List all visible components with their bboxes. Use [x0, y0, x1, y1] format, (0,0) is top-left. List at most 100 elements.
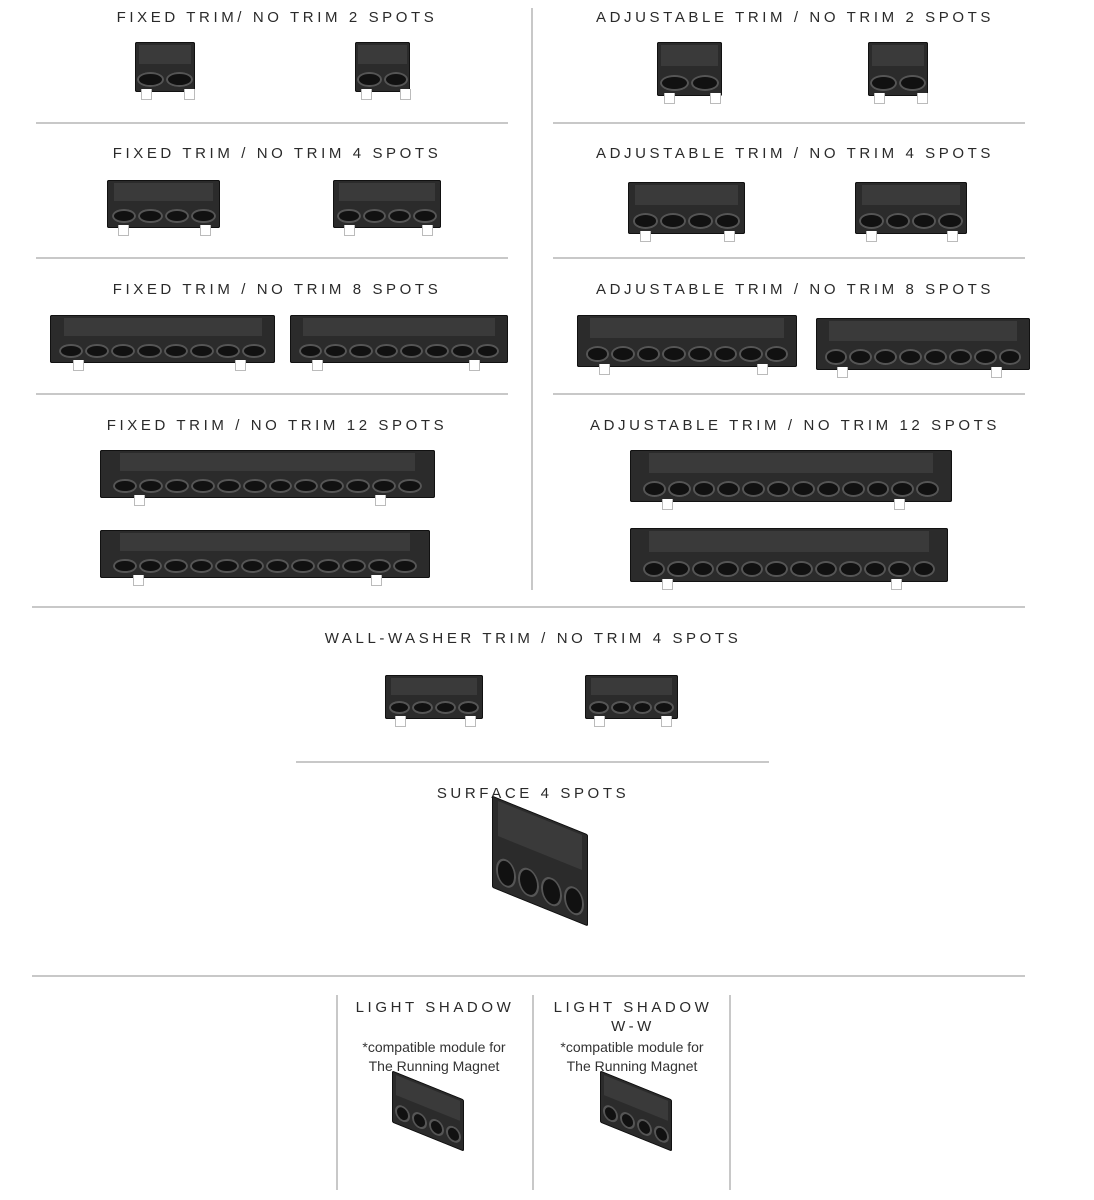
- spot-lens: [216, 478, 241, 494]
- spot-lens: [814, 560, 838, 577]
- mounting-clip: [866, 231, 878, 242]
- spot-row: [59, 342, 266, 360]
- luminaire-body: [290, 315, 508, 363]
- mounting-clip: [311, 360, 323, 371]
- product-image: [855, 182, 967, 242]
- product-image: [630, 528, 948, 590]
- spot-lens: [767, 481, 791, 498]
- product-image: [585, 675, 678, 727]
- section-title-fixed-2: FIXED TRIM/ NO TRIM 2 SPOTS: [116, 9, 438, 26]
- spot-row: [337, 207, 437, 225]
- spot-lens: [740, 560, 764, 577]
- spot-lens: [85, 343, 110, 359]
- spot-lens: [632, 700, 653, 715]
- spot-lens: [764, 346, 789, 363]
- spot-lens: [839, 560, 862, 577]
- spot-lens: [215, 558, 239, 574]
- luminaire-top: [828, 321, 1018, 341]
- spot-lens: [739, 346, 763, 363]
- spot-row: [659, 72, 720, 93]
- spot-row: [113, 557, 417, 575]
- divider: [36, 393, 508, 395]
- section-title-adjustable-4: ADJUSTABLE TRIM / NO TRIM 4 SPOTS: [595, 145, 995, 162]
- section-title-surface-4: SURFACE 4 SPOTS: [436, 785, 630, 802]
- luminaire-body: [333, 180, 441, 228]
- product-image: [100, 530, 430, 586]
- spot-lens: [163, 343, 188, 359]
- product-image: [868, 42, 929, 104]
- divider: [36, 122, 508, 124]
- divider: [32, 975, 1025, 977]
- mounting-clip: [133, 495, 145, 506]
- spot-lens: [383, 71, 408, 88]
- spot-lens: [411, 1109, 427, 1132]
- divider: [553, 393, 1025, 395]
- mounting-clip: [594, 716, 606, 727]
- spot-lens: [337, 208, 361, 224]
- spot-row: [642, 479, 940, 499]
- spot-lens: [841, 481, 865, 498]
- spot-lens: [654, 1123, 670, 1146]
- spot-lens: [371, 478, 396, 494]
- mounting-clip: [465, 716, 477, 727]
- luminaire-body: [816, 318, 1030, 370]
- product-image: [355, 42, 412, 100]
- spot-lens: [691, 560, 715, 577]
- spot-lens: [189, 343, 214, 359]
- spot-lens: [320, 478, 345, 494]
- spot-lens: [324, 343, 348, 359]
- spot-row: [111, 207, 216, 225]
- spot-lens: [215, 343, 240, 359]
- spot-lens: [870, 74, 897, 91]
- luminaire-body: [100, 450, 435, 498]
- light-shadow-note-1: *compatible module for: [362, 1039, 506, 1055]
- spot-row: [357, 70, 408, 89]
- product-image: [657, 42, 722, 104]
- spot-lens: [291, 558, 315, 574]
- divider: [36, 257, 508, 259]
- spot-lens: [636, 346, 661, 363]
- spot-lens: [164, 208, 190, 224]
- spot-lens: [411, 700, 433, 715]
- spot-lens: [166, 71, 193, 88]
- mounting-clip: [991, 367, 1003, 378]
- product-image: [577, 315, 797, 375]
- mounting-clip: [890, 579, 902, 590]
- spot-row: [642, 558, 936, 579]
- spot-lens: [294, 478, 319, 494]
- product-image: [816, 318, 1030, 378]
- product-image: [107, 180, 220, 236]
- mounting-clip: [421, 225, 433, 236]
- mounting-clip: [400, 89, 412, 100]
- spot-lens: [687, 213, 713, 230]
- spot-lens: [998, 349, 1022, 366]
- spot-lens: [362, 208, 386, 224]
- spot-lens: [642, 481, 666, 498]
- spot-lens: [923, 349, 947, 366]
- spot-lens: [346, 478, 370, 494]
- spot-lens: [429, 1116, 445, 1139]
- spot-lens: [863, 560, 887, 577]
- luminaire-top: [590, 318, 784, 338]
- spot-lens: [518, 863, 540, 901]
- luminaire-top: [63, 318, 262, 337]
- spot-lens: [687, 346, 712, 363]
- spot-lens: [790, 560, 813, 577]
- mounting-clip: [837, 367, 849, 378]
- light-shadow-note-2: The Running Magnet: [368, 1058, 500, 1074]
- spot-lens: [912, 560, 936, 577]
- spot-lens: [659, 74, 689, 91]
- luminaire-top: [390, 678, 478, 695]
- luminaire-top: [871, 45, 925, 66]
- spot-lens: [859, 213, 884, 230]
- luminaire-body: [628, 182, 745, 234]
- mounting-clip: [757, 364, 769, 375]
- spot-lens: [189, 558, 214, 574]
- product-image: [392, 1070, 464, 1159]
- spot-lens: [458, 700, 480, 715]
- spot-lens: [137, 343, 162, 359]
- luminaire-body: [385, 675, 483, 719]
- spot-lens: [374, 343, 399, 359]
- spot-lens: [349, 343, 373, 359]
